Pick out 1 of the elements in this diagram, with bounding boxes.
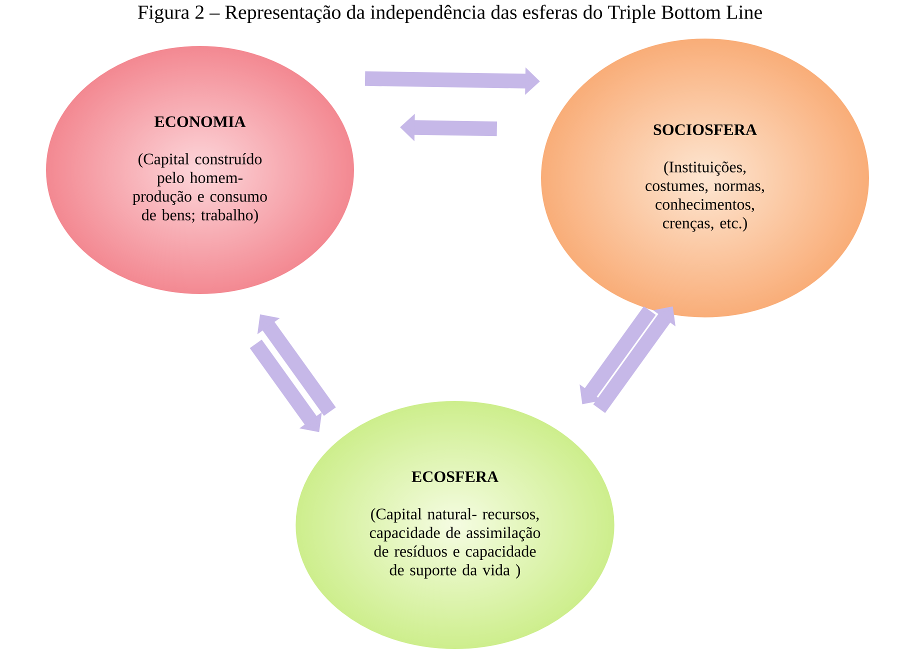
figure-title: Figura 2 – Representação da independência das esferas do Triple Bottom Line [138, 4, 762, 24]
